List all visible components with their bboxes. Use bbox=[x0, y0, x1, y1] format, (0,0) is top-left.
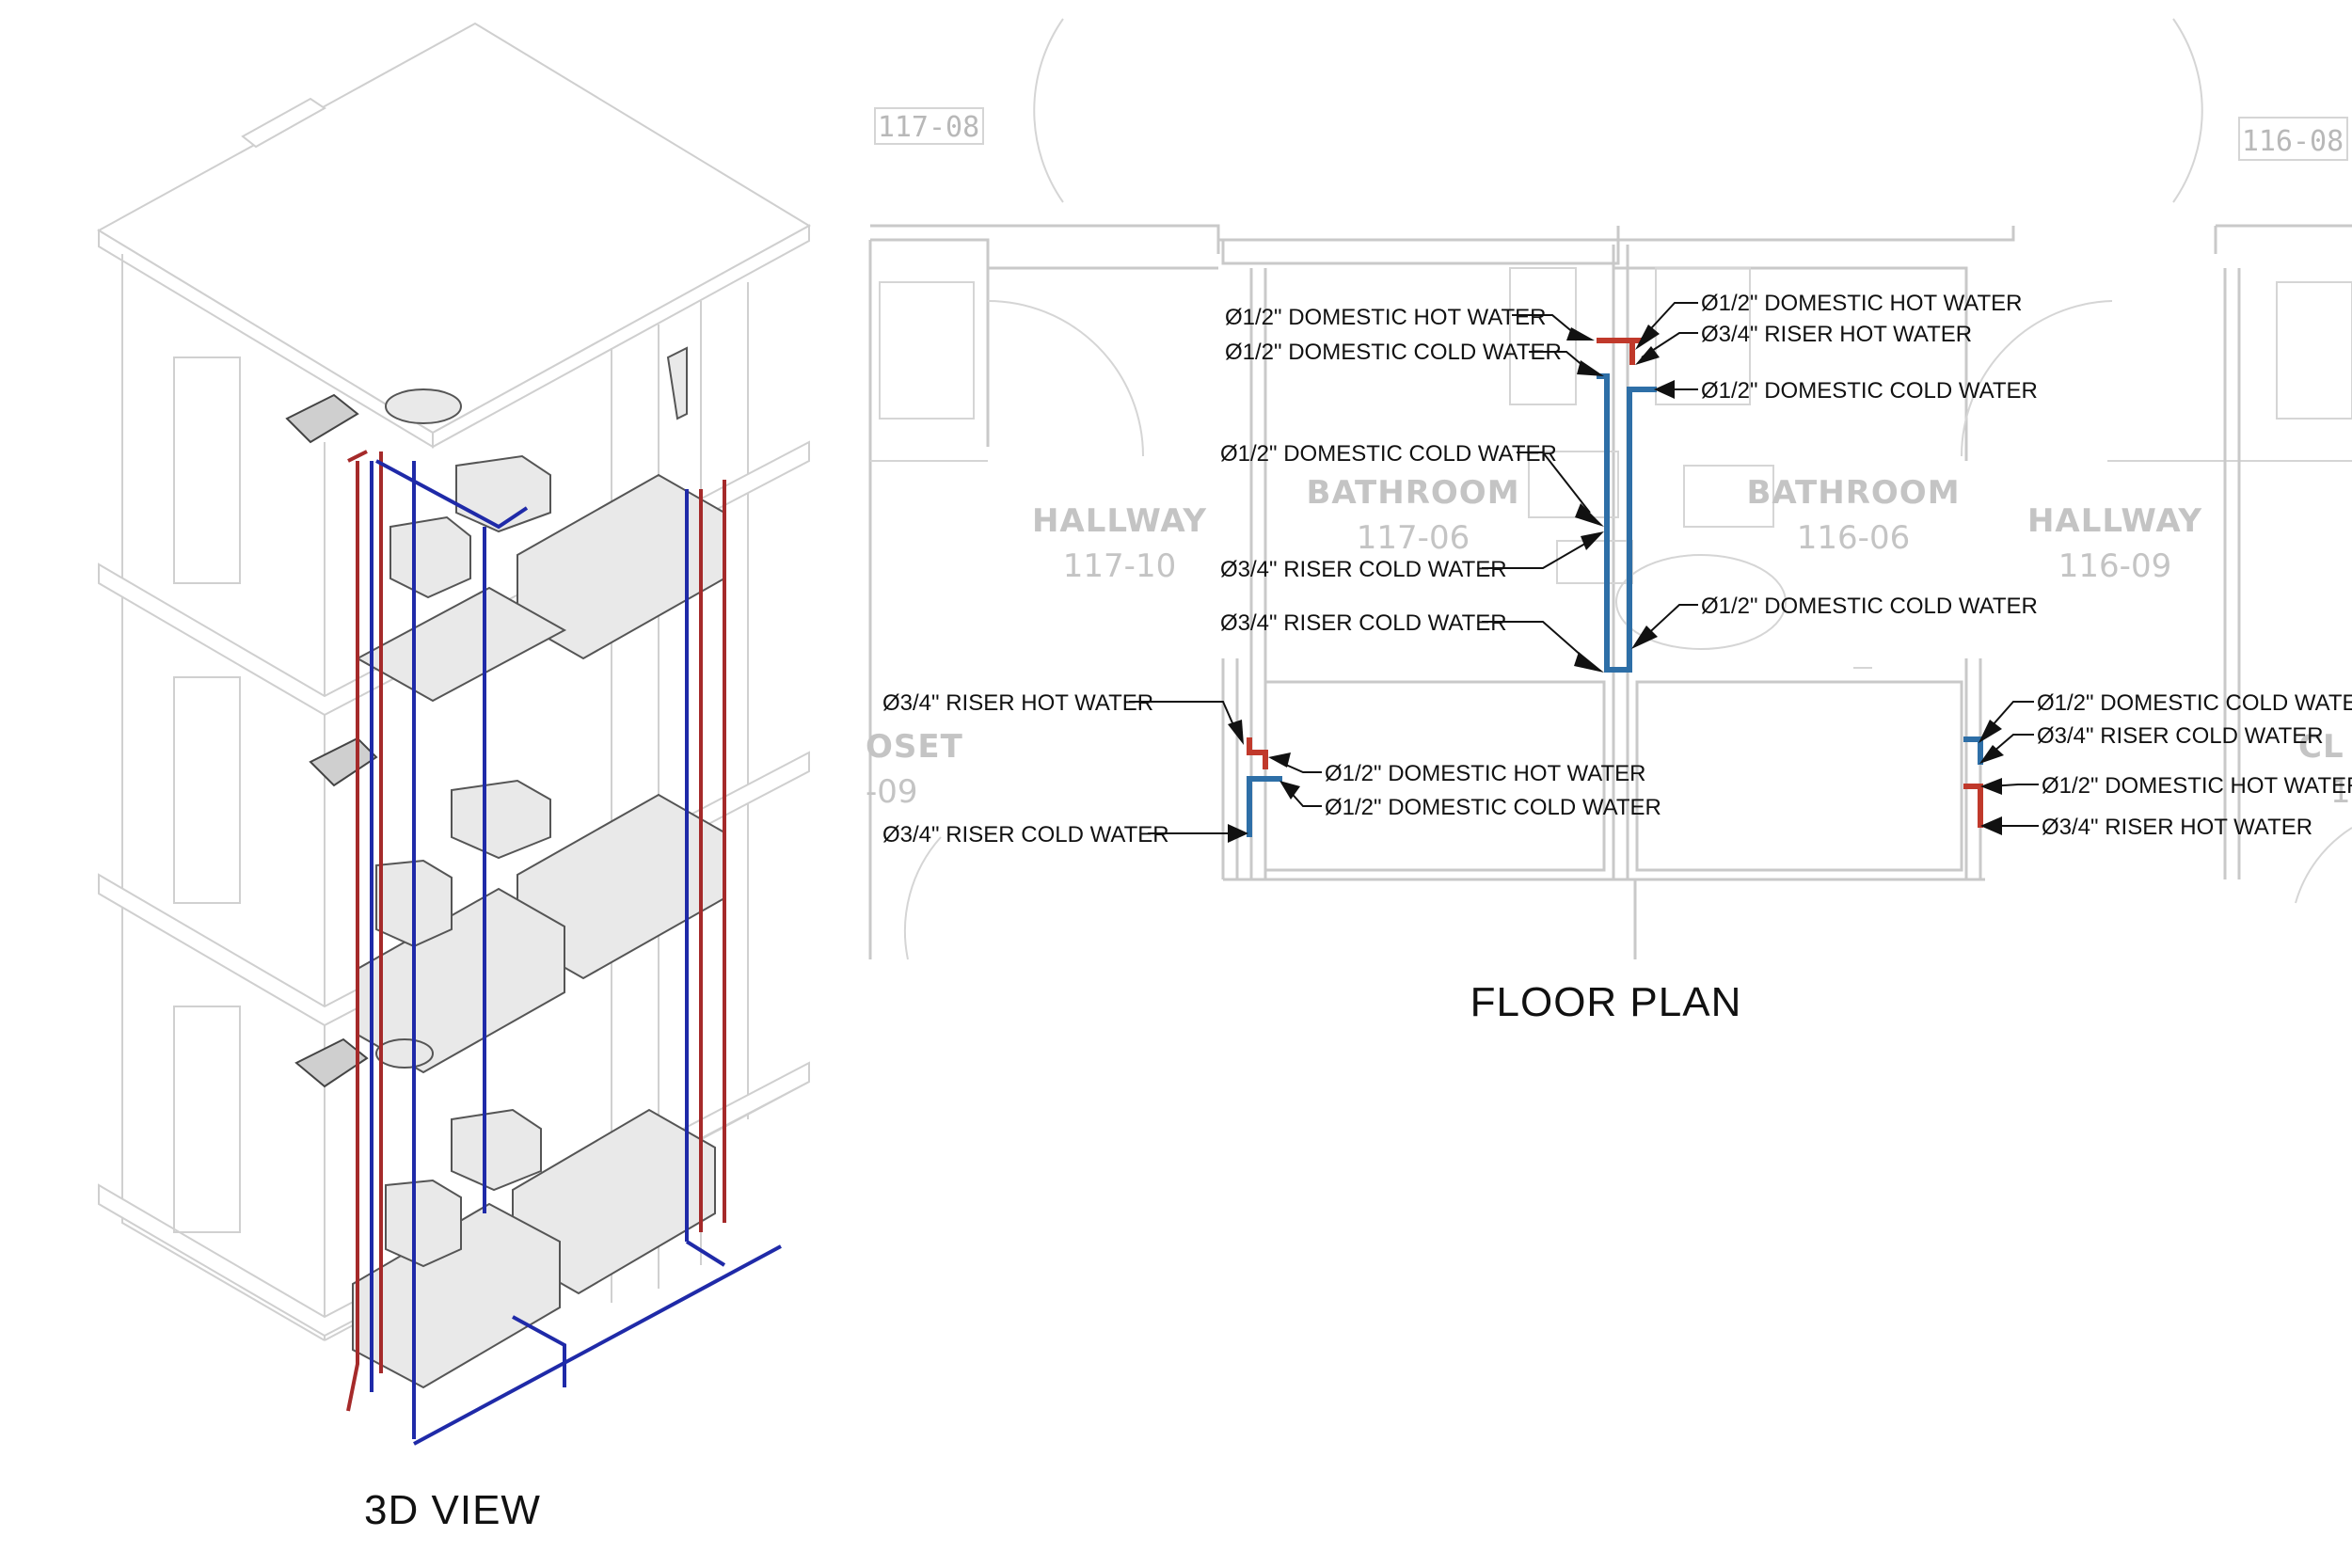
note-domestic-cold-water-1: Ø1/2" DOMESTIC COLD WATER bbox=[1225, 340, 1562, 365]
iso-shower-head-top bbox=[666, 346, 688, 420]
iso-cold-main-bottom bbox=[413, 1244, 782, 1446]
note-riser-hot-water-3: Ø3/4" RISER HOT WATER bbox=[2042, 815, 2312, 840]
room-number-117-10: 117-10 bbox=[1063, 547, 1176, 585]
note-domestic-cold-water-5: Ø1/2" DOMESTIC COLD WATER bbox=[1325, 795, 1661, 820]
iso-cold-branch-top bbox=[375, 459, 529, 530]
room-number-116-06: 116-06 bbox=[1797, 519, 1910, 557]
plan-cold-center-right bbox=[1611, 387, 1657, 673]
iso-view-title: 3D VIEW bbox=[364, 1487, 541, 1533]
room-tag-116-08: 116-08 bbox=[2242, 125, 2344, 158]
plan-cold-left bbox=[1247, 776, 1282, 837]
note-domestic-cold-water-3: Ø1/2" DOMESTIC COLD WATER bbox=[1701, 378, 2038, 404]
plan-view-title: FLOOR PLAN bbox=[1470, 979, 1742, 1025]
note-domestic-cold-water-6: Ø1/2" DOMESTIC COLD WATER bbox=[2037, 690, 2352, 716]
iso-shower-pan bbox=[355, 586, 567, 703]
plan-cold-right bbox=[1963, 736, 1983, 765]
note-domestic-cold-water-2: Ø1/2" DOMESTIC COLD WATER bbox=[1220, 441, 1557, 467]
iso-piping bbox=[346, 450, 782, 1446]
iso-toilet-bottom bbox=[451, 1108, 542, 1192]
note-domestic-hot-water-2: Ø1/2" DOMESTIC HOT WATER bbox=[1701, 291, 2022, 316]
room-number-closet-right: 1 bbox=[2330, 773, 2351, 811]
iso-sink-mid bbox=[309, 736, 378, 787]
note-riser-cold-water-4: Ø3/4" RISER COLD WATER bbox=[2037, 723, 2324, 749]
iso-toilet-top-2 bbox=[389, 515, 471, 599]
room-name-hallway-116: HALLWAY bbox=[2027, 502, 2202, 540]
note-riser-cold-water-1: Ø3/4" RISER COLD WATER bbox=[1220, 557, 1507, 582]
note-domestic-hot-water-3: Ø1/2" DOMESTIC HOT WATER bbox=[1325, 761, 1645, 786]
room-number-117-06: 117-06 bbox=[1357, 519, 1470, 557]
iso-hot-riser-left bbox=[346, 461, 359, 1412]
iso-fixtures bbox=[285, 346, 725, 1389]
iso-view: 3D VIEW bbox=[97, 22, 811, 1533]
iso-roof-slab bbox=[97, 22, 811, 435]
note-domestic-hot-water-4: Ø1/2" DOMESTIC HOT WATER bbox=[2042, 773, 2352, 799]
room-number-116-09: 116-09 bbox=[2058, 547, 2171, 585]
iso-roof-hatch bbox=[241, 97, 326, 149]
iso-roof-edge-right bbox=[432, 224, 810, 449]
floor-plan: HALLWAY 117-10 BATHROOM 117-06 BATHROOM … bbox=[866, 18, 2352, 1025]
note-riser-cold-water-2: Ø3/4" RISER COLD WATER bbox=[1220, 610, 1507, 636]
iso-hot-branch-top bbox=[347, 450, 368, 463]
iso-toilet-top bbox=[455, 454, 551, 533]
iso-cold-main-branch-2 bbox=[685, 1240, 726, 1267]
room-name-closet-right: CL bbox=[2298, 728, 2344, 766]
plan-hot-left bbox=[1247, 737, 1268, 769]
room-labels: HALLWAY 117-10 BATHROOM 117-06 BATHROOM … bbox=[866, 107, 2351, 811]
iso-basin-bottom bbox=[375, 1038, 434, 1069]
plan-cold-center-left bbox=[1597, 373, 1616, 673]
iso-sink-top bbox=[285, 393, 359, 444]
room-name-hallway-117: HALLWAY bbox=[1032, 502, 1207, 540]
iso-sink-bottom bbox=[294, 1037, 369, 1088]
plan-hot-right bbox=[1963, 784, 1983, 828]
iso-toilet-mid bbox=[451, 779, 551, 860]
room-number-closet-left: -09 bbox=[866, 773, 918, 811]
pipe-notes: Ø1/2" DOMESTIC HOT WATER Ø1/2" DOMESTIC … bbox=[882, 291, 2352, 847]
iso-tub-bottom-2 bbox=[352, 1202, 561, 1389]
iso-toilet-bottom-2 bbox=[385, 1179, 462, 1268]
note-riser-cold-water-3: Ø3/4" RISER COLD WATER bbox=[882, 822, 1169, 847]
note-domestic-hot-water-1: Ø1/2" DOMESTIC HOT WATER bbox=[1225, 305, 1546, 330]
room-name-closet-left: OSET bbox=[866, 728, 963, 766]
iso-cold-main-branch bbox=[512, 1315, 566, 1387]
room-tag-117-08: 117-08 bbox=[878, 111, 979, 144]
room-name-bathroom-117: BATHROOM bbox=[1306, 474, 1519, 512]
room-name-bathroom-116: BATHROOM bbox=[1746, 474, 1960, 512]
note-domestic-cold-water-4: Ø1/2" DOMESTIC COLD WATER bbox=[1701, 594, 2038, 619]
note-riser-hot-water-2: Ø3/4" RISER HOT WATER bbox=[882, 690, 1153, 716]
iso-basin-top bbox=[385, 388, 462, 424]
note-riser-hot-water-1: Ø3/4" RISER HOT WATER bbox=[1701, 322, 1972, 347]
